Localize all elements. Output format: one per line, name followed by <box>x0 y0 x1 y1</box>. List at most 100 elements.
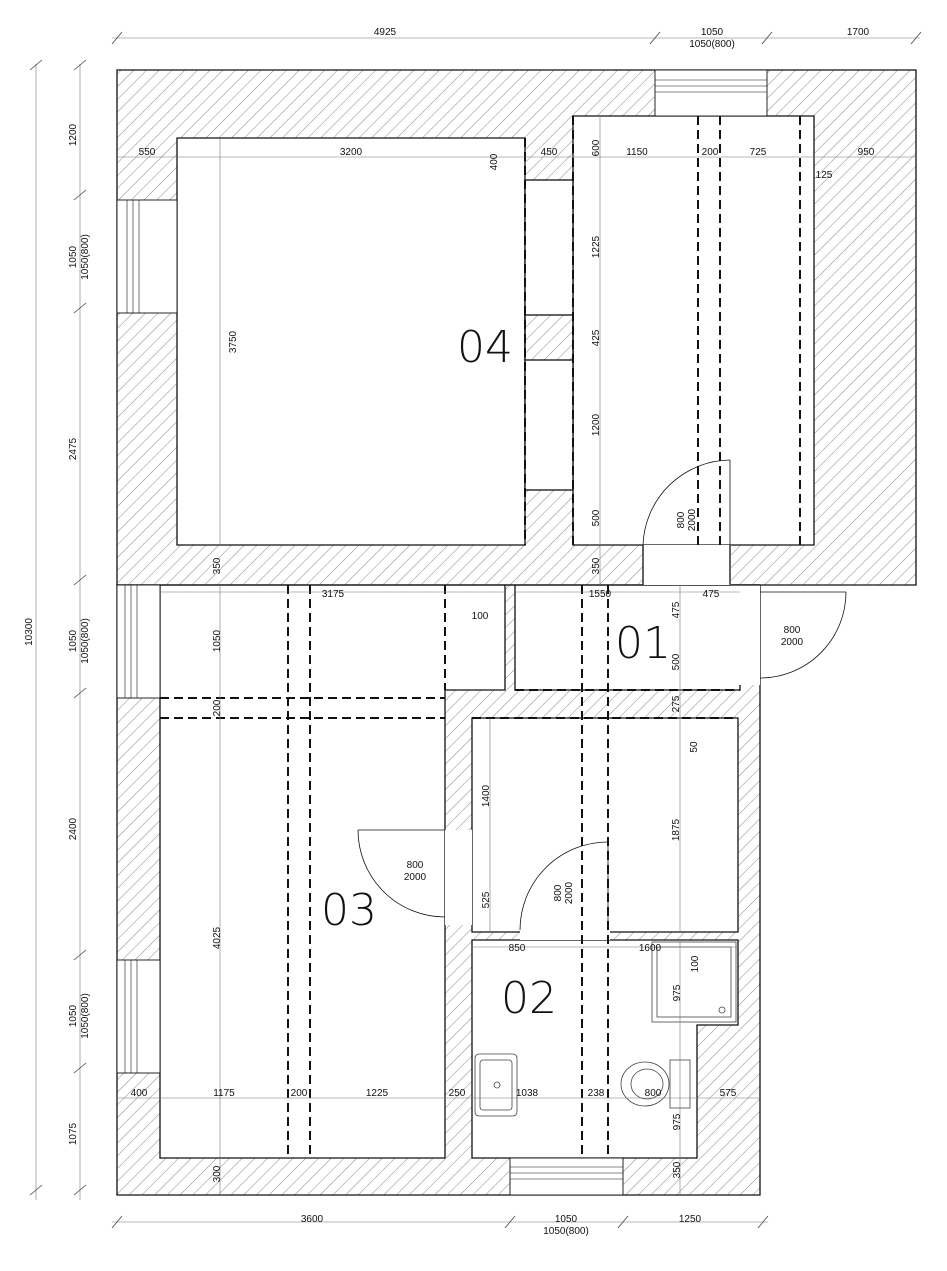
dim-top-1050: 1050 <box>701 27 724 38</box>
dimension-lines <box>29 31 922 1229</box>
shower-tray <box>651 941 737 1023</box>
dim-r02-100: 100 <box>690 955 701 972</box>
door-room04 <box>642 459 731 546</box>
dim-r04-3750: 3750 <box>228 330 239 353</box>
dim-r02-1038: 1038 <box>516 1088 539 1099</box>
window-left-upper <box>116 199 178 314</box>
dim-left-1200: 1200 <box>68 123 79 146</box>
bath-door-gap <box>520 925 610 940</box>
door-room03 <box>357 829 446 918</box>
dim-r04-3200: 3200 <box>340 147 363 158</box>
dim-r01-500: 500 <box>671 653 682 670</box>
dim-left-total: 10300 <box>24 618 35 646</box>
dim-left-1075: 1075 <box>68 1122 79 1145</box>
dim-r04-725: 725 <box>750 147 767 158</box>
dim-r02-350: 350 <box>672 1161 683 1178</box>
dim-left-2475: 2475 <box>68 437 79 460</box>
dim-bottom-3600: 3600 <box>301 1214 324 1225</box>
dim-r02-1600: 1600 <box>639 943 662 954</box>
dim-corr-1875: 1875 <box>671 818 682 841</box>
door-room02 <box>519 841 609 931</box>
dim-r01-50: 50 <box>689 741 700 753</box>
dim-r03-4025: 4025 <box>212 926 223 949</box>
dim-corr-1400: 1400 <box>481 784 492 807</box>
dim-left-1050-800-c: 1050(800) <box>80 993 91 1039</box>
dim-r01-475-v: 475 <box>671 601 682 618</box>
door02-height: 2000 <box>564 881 575 904</box>
dimension-labels-left: 10300 1200 1050 1050(800) 2475 1050 1050… <box>24 123 91 1145</box>
room-label-04: 04 <box>457 322 513 373</box>
dim-r04-1150: 1150 <box>626 147 648 158</box>
door03-width: 800 <box>407 860 424 871</box>
dim-r04-450: 450 <box>541 147 558 158</box>
door03-height: 2000 <box>404 872 427 883</box>
dim-r02-800: 800 <box>645 1088 662 1099</box>
dim-r03-200-v: 200 <box>212 699 223 716</box>
dim-r02-975-upper: 975 <box>672 984 683 1001</box>
dim-r03-200-h: 200 <box>291 1088 308 1099</box>
dim-left-1050-c: 1050 <box>68 1004 79 1027</box>
dimension-labels-bottom: 3600 1050 1050(800) 1250 <box>301 1214 702 1237</box>
dim-r03-3175: 3175 <box>322 589 345 600</box>
window-left-lower <box>116 959 161 1074</box>
dimension-labels-room01: 1550 475 475 500 275 50 100 <box>472 589 720 753</box>
dim-r04-350-left: 350 <box>212 557 223 574</box>
window-top <box>654 69 768 117</box>
room-label-01: 01 <box>615 618 671 669</box>
corridor-opening <box>445 830 472 925</box>
dim-r04-500: 500 <box>591 509 602 526</box>
toilet <box>620 1059 691 1109</box>
door-labels: 800 2000 800 2000 800 2000 800 2000 <box>404 508 804 904</box>
dim-left-1050-800-b: 1050(800) <box>80 618 91 664</box>
dimension-labels-corridor: 1400 1875 525 <box>481 784 682 908</box>
dim-top-4925: 4925 <box>374 27 397 38</box>
dim-bottom-1050-800: 1050(800) <box>543 1226 589 1237</box>
dim-r03-1175: 1175 <box>213 1088 235 1099</box>
dimension-labels-room02: 850 1600 100 975 1038 238 800 575 975 35… <box>509 943 737 1178</box>
dim-left-1050-800-a: 1050(800) <box>80 234 91 280</box>
dim-corr-525: 525 <box>481 891 492 908</box>
wall-pier <box>524 314 574 361</box>
dim-r04-1200: 1200 <box>591 413 602 436</box>
dim-bottom-1050: 1050 <box>555 1214 578 1225</box>
room-label-02: 02 <box>501 973 557 1024</box>
dim-top-1050-800: 1050(800) <box>689 39 735 50</box>
dim-r02-575: 575 <box>720 1088 737 1099</box>
dim-r01-275: 275 <box>671 695 682 712</box>
door02-width: 800 <box>553 884 564 901</box>
door-entry-height: 2000 <box>781 637 804 648</box>
dim-r02-975-lower: 975 <box>672 1113 683 1130</box>
dim-r04-950: 950 <box>858 147 875 158</box>
dim-r03-1050: 1050 <box>212 629 223 652</box>
dim-r01-100: 100 <box>472 611 489 622</box>
dim-r03-250: 250 <box>449 1088 466 1099</box>
building-walls <box>116 69 917 586</box>
door04-width: 800 <box>676 511 687 528</box>
dim-r02-238: 238 <box>588 1088 605 1099</box>
building-walls-lower <box>116 584 761 1196</box>
door-entry-width: 800 <box>784 625 801 636</box>
dimension-labels-room03: 3175 1050 200 4025 400 1175 200 1225 250… <box>131 589 466 1182</box>
dim-top-1700: 1700 <box>847 27 870 38</box>
dim-r04-200: 200 <box>702 147 719 158</box>
dim-r04-125: 125 <box>816 170 833 181</box>
dim-r04-425: 425 <box>591 329 602 346</box>
dim-r03-400: 400 <box>131 1088 148 1099</box>
window-bottom <box>509 1157 624 1196</box>
dim-r04-600: 600 <box>591 139 602 156</box>
door-entry <box>759 591 847 679</box>
dim-r04-350-right: 350 <box>591 557 602 574</box>
room-label-03: 03 <box>321 885 377 936</box>
dim-r04-400: 400 <box>489 153 500 170</box>
window-left-mid <box>116 584 161 699</box>
dim-r03-300: 300 <box>212 1165 223 1182</box>
dim-left-1050-b: 1050 <box>68 629 79 652</box>
dashed-guides <box>160 116 801 1158</box>
dim-r01-1550: 1550 <box>589 589 612 600</box>
dim-r01-475-h: 475 <box>703 589 720 600</box>
dim-r03-1225: 1225 <box>366 1088 389 1099</box>
dim-left-2400: 2400 <box>68 817 79 840</box>
dim-r02-850: 850 <box>509 943 526 954</box>
dim-bottom-1250: 1250 <box>679 1214 702 1225</box>
